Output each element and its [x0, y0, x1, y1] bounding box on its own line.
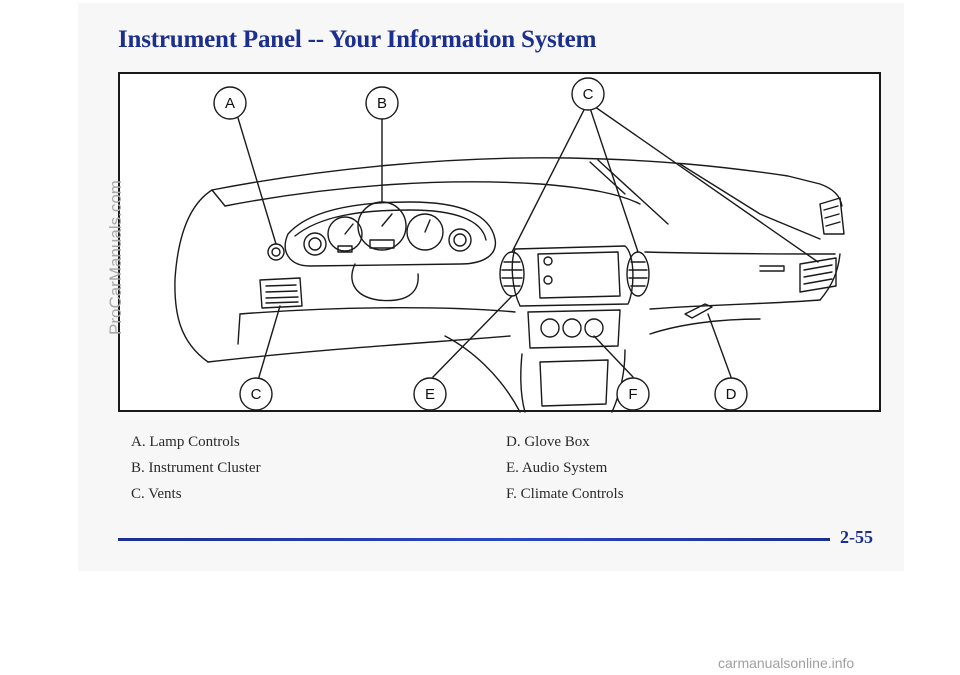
dash-left-wing — [174, 189, 213, 363]
dash-upper-rim — [224, 181, 641, 207]
side-watermark: ProCarManuals.com — [106, 180, 125, 335]
instrument-panel-figure: A B C C E F D — [118, 72, 881, 413]
page-title: Instrument Panel -- Your Information Sys… — [118, 26, 597, 53]
legend-item-lamp-controls: A. Lamp Controls — [131, 434, 240, 450]
legend-item-audio-system: E. Audio System — [506, 460, 608, 476]
callout-d-bubble — [714, 377, 748, 411]
legend-left-column: A. Lamp Controls B. Instrument Cluster C… — [131, 429, 261, 507]
center-stack — [511, 245, 634, 307]
leader-d — [707, 313, 732, 378]
dashboard-illustration: A B C C E F D — [174, 77, 845, 413]
lamp-control-knob — [267, 243, 285, 261]
legend-item-climate-controls: F. Climate Controls — [506, 486, 624, 502]
leader-f — [593, 335, 634, 378]
callout-e-bubble — [413, 377, 447, 411]
callout-c-top-label: C — [583, 86, 594, 103]
callout-f-bubble — [616, 377, 650, 411]
leader-c-bottom — [258, 305, 281, 378]
cluster-housing — [284, 201, 497, 267]
legend-item-vents: C. Vents — [131, 486, 182, 502]
footer-rule — [118, 538, 830, 541]
climate-knob-2 — [562, 318, 582, 338]
callout-c-top-bubble — [571, 77, 605, 111]
leader-c-top-2 — [587, 101, 639, 253]
climate-knob-1 — [540, 318, 560, 338]
callout-a-label: A — [225, 95, 235, 112]
legend-item-instrument-cluster: B. Instrument Cluster — [131, 460, 261, 476]
callout-f-label: F — [628, 386, 637, 403]
callout-c-bottom-label: C — [251, 386, 262, 403]
climate-panel — [527, 309, 621, 349]
right-vent — [799, 257, 837, 293]
climate-knob-3 — [584, 318, 604, 338]
center-vent-right — [626, 251, 650, 297]
bottom-watermark: carmanualsonline.info — [718, 655, 855, 671]
leader-c-top-1 — [511, 101, 589, 253]
callout-d-label: D — [726, 386, 737, 403]
callout-b-label: B — [377, 95, 387, 112]
page-number: 2-55 — [840, 527, 873, 547]
legend-item-glove-box: D. Glove Box — [506, 434, 590, 450]
callout-e-label: E — [425, 386, 435, 403]
leader-e — [432, 295, 513, 378]
leader-c-top-3 — [587, 101, 819, 263]
left-vent — [259, 277, 303, 309]
legend-right-column: D. Glove Box E. Audio System F. Climate … — [506, 429, 624, 507]
callout-b-bubble — [365, 86, 399, 120]
callout-a-bubble — [213, 86, 247, 120]
dash-top-contour — [211, 157, 843, 207]
leader-a — [237, 117, 277, 245]
glove-box-handle — [684, 303, 713, 319]
callout-c-bottom-bubble — [239, 377, 273, 411]
